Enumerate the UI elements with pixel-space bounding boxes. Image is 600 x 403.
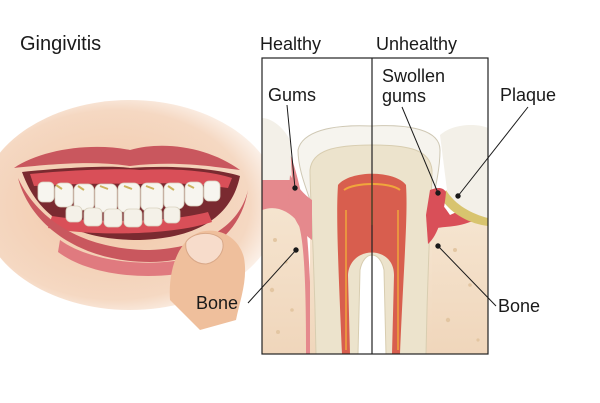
tooth-pulp	[337, 173, 407, 354]
fingernail	[185, 233, 224, 265]
neighbour-tooth	[440, 124, 488, 220]
upper-lip	[14, 145, 240, 170]
unhealthy-bone	[428, 221, 488, 354]
panel-header-healthy: Healthy	[260, 34, 322, 54]
upper-teeth	[37, 180, 221, 213]
label-gums: Gums	[268, 85, 317, 105]
lower-teeth	[65, 205, 181, 228]
label-bone-right: Bone	[498, 296, 541, 316]
cross-section	[262, 58, 488, 354]
plaque-marks	[55, 184, 195, 191]
plaque-deposit	[442, 190, 488, 226]
lower-lip	[18, 178, 248, 262]
panel-frame	[261, 57, 489, 355]
label-plaque: Plaque	[500, 85, 557, 105]
lower-lip-inner	[58, 240, 200, 276]
diagram-title: Gingivitis	[20, 33, 102, 55]
mouth-illustration	[0, 100, 280, 330]
leader-lines	[247, 104, 529, 307]
upper-gums-inflamed	[30, 169, 232, 188]
panel-header-unhealthy: Unhealthy	[376, 34, 458, 54]
healthy-bone	[262, 208, 306, 354]
label-bone-left: Bone	[196, 293, 239, 313]
label-swollen-gums: Swollen gums	[382, 66, 446, 106]
